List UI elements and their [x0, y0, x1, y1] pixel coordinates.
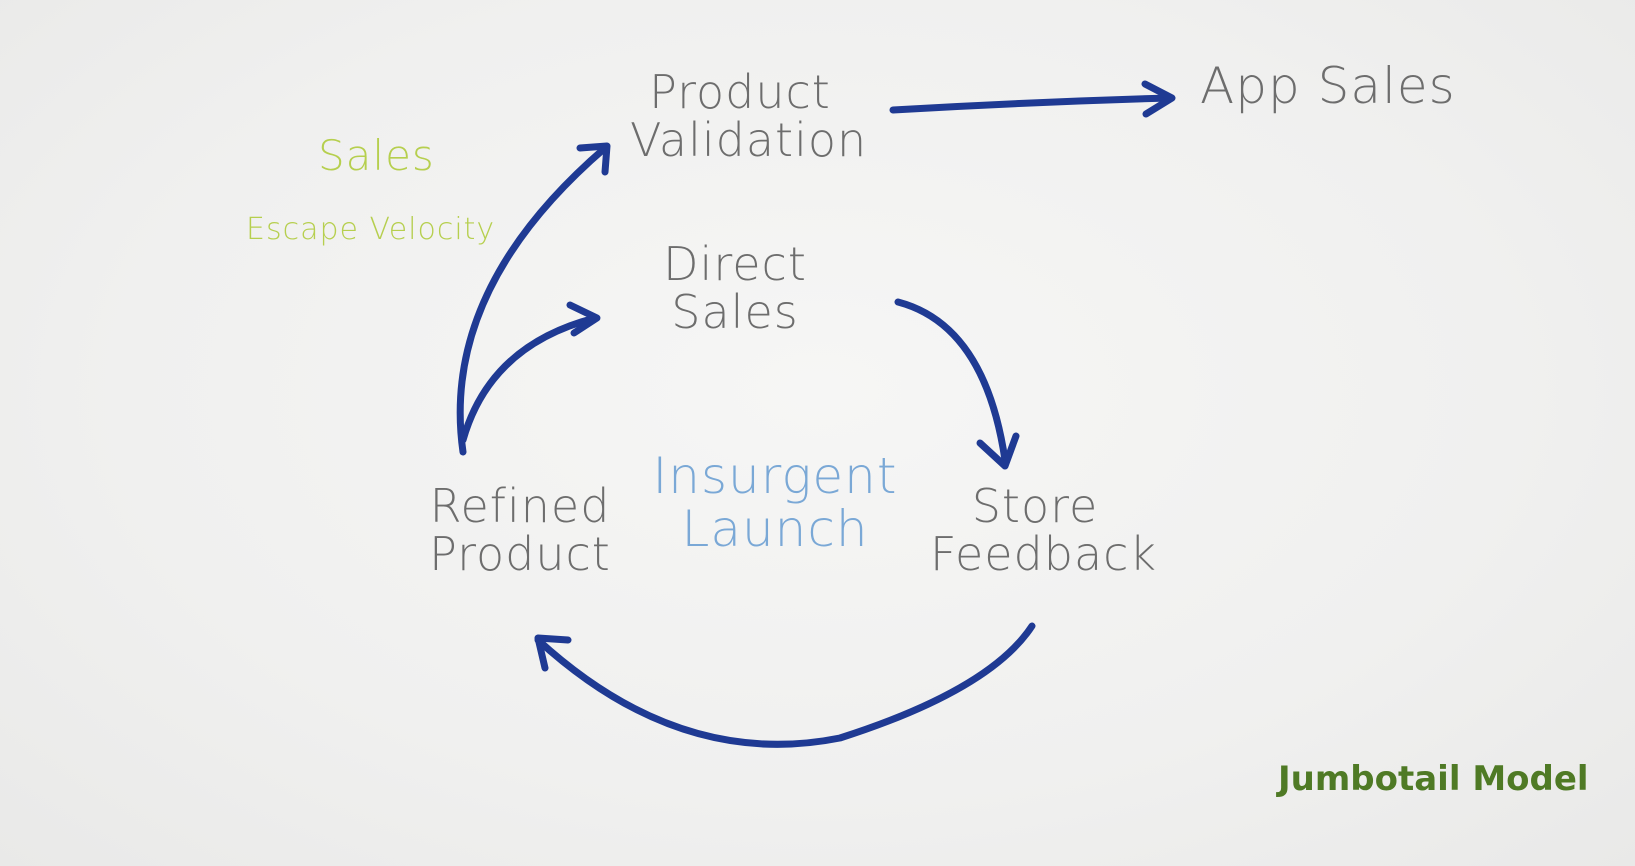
- node-refined-product-line1: Refined: [429, 479, 611, 533]
- node-app-sales: App Sales: [1200, 57, 1456, 115]
- arrow-refined-to-product-validation: [456, 142, 611, 456]
- node-direct-sales-line2: Sales: [671, 285, 799, 340]
- arrow-direct-sales-to-store-feedback: [894, 298, 1020, 470]
- node-direct-sales-line1: Direct: [663, 237, 807, 291]
- annotation-sales: Sales: [318, 131, 435, 180]
- node-store-feedback-line2: Feedback: [930, 527, 1158, 582]
- node-refined-product: Refined Product: [410, 482, 630, 579]
- model-title: Jumbotail Model: [1278, 759, 1589, 799]
- center-label-line2: Launch: [681, 499, 869, 558]
- arrow-refined-to-direct-sales: [459, 301, 601, 444]
- node-product-validation-line2: Validation: [630, 113, 868, 168]
- node-store-feedback-line1: Store: [971, 479, 1099, 533]
- arrow-store-feedback-to-refined-product: [534, 622, 1036, 748]
- node-product-validation-line1: Product: [649, 65, 831, 119]
- node-product-validation: Product Validation: [630, 65, 868, 168]
- center-label-line1: Insurgent: [652, 447, 898, 505]
- arrow-validation-to-app-sales: [889, 80, 1176, 118]
- node-refined-product-line2: Product: [429, 527, 611, 582]
- node-store-feedback: Store Feedback: [930, 479, 1158, 582]
- annotation-escape-velocity: Escape Velocity: [246, 212, 496, 247]
- node-direct-sales: Direct Sales: [640, 240, 830, 337]
- center-label: Insurgent Launch: [645, 450, 905, 555]
